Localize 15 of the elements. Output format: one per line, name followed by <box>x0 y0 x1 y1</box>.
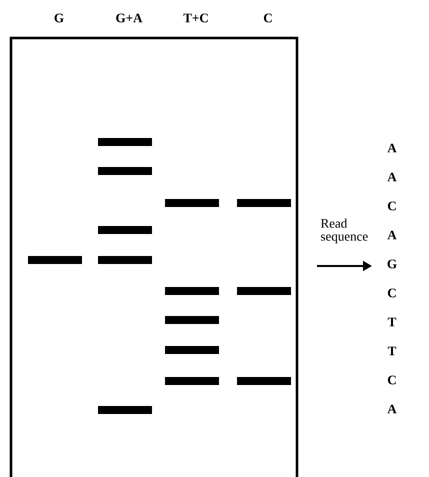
lane-label: G+A <box>116 14 142 22</box>
sequence-letter: A <box>387 144 397 152</box>
lane-label: C <box>264 14 272 22</box>
sequence-letter: A <box>387 230 397 240</box>
sequence-letter: C <box>388 288 396 298</box>
sequence-letter: A <box>387 404 397 414</box>
sequence-letter: C <box>388 376 396 384</box>
lane-label: T+C <box>183 14 208 22</box>
sequence-letter: G <box>388 260 397 268</box>
sequence-letter: C <box>388 202 396 210</box>
sequence-letter: T <box>388 346 396 356</box>
arrow-label: Read sequence <box>320 218 368 244</box>
sequence-letter: A <box>387 172 397 182</box>
lane-label: G <box>54 14 64 22</box>
sequence-letter: T <box>388 318 396 326</box>
